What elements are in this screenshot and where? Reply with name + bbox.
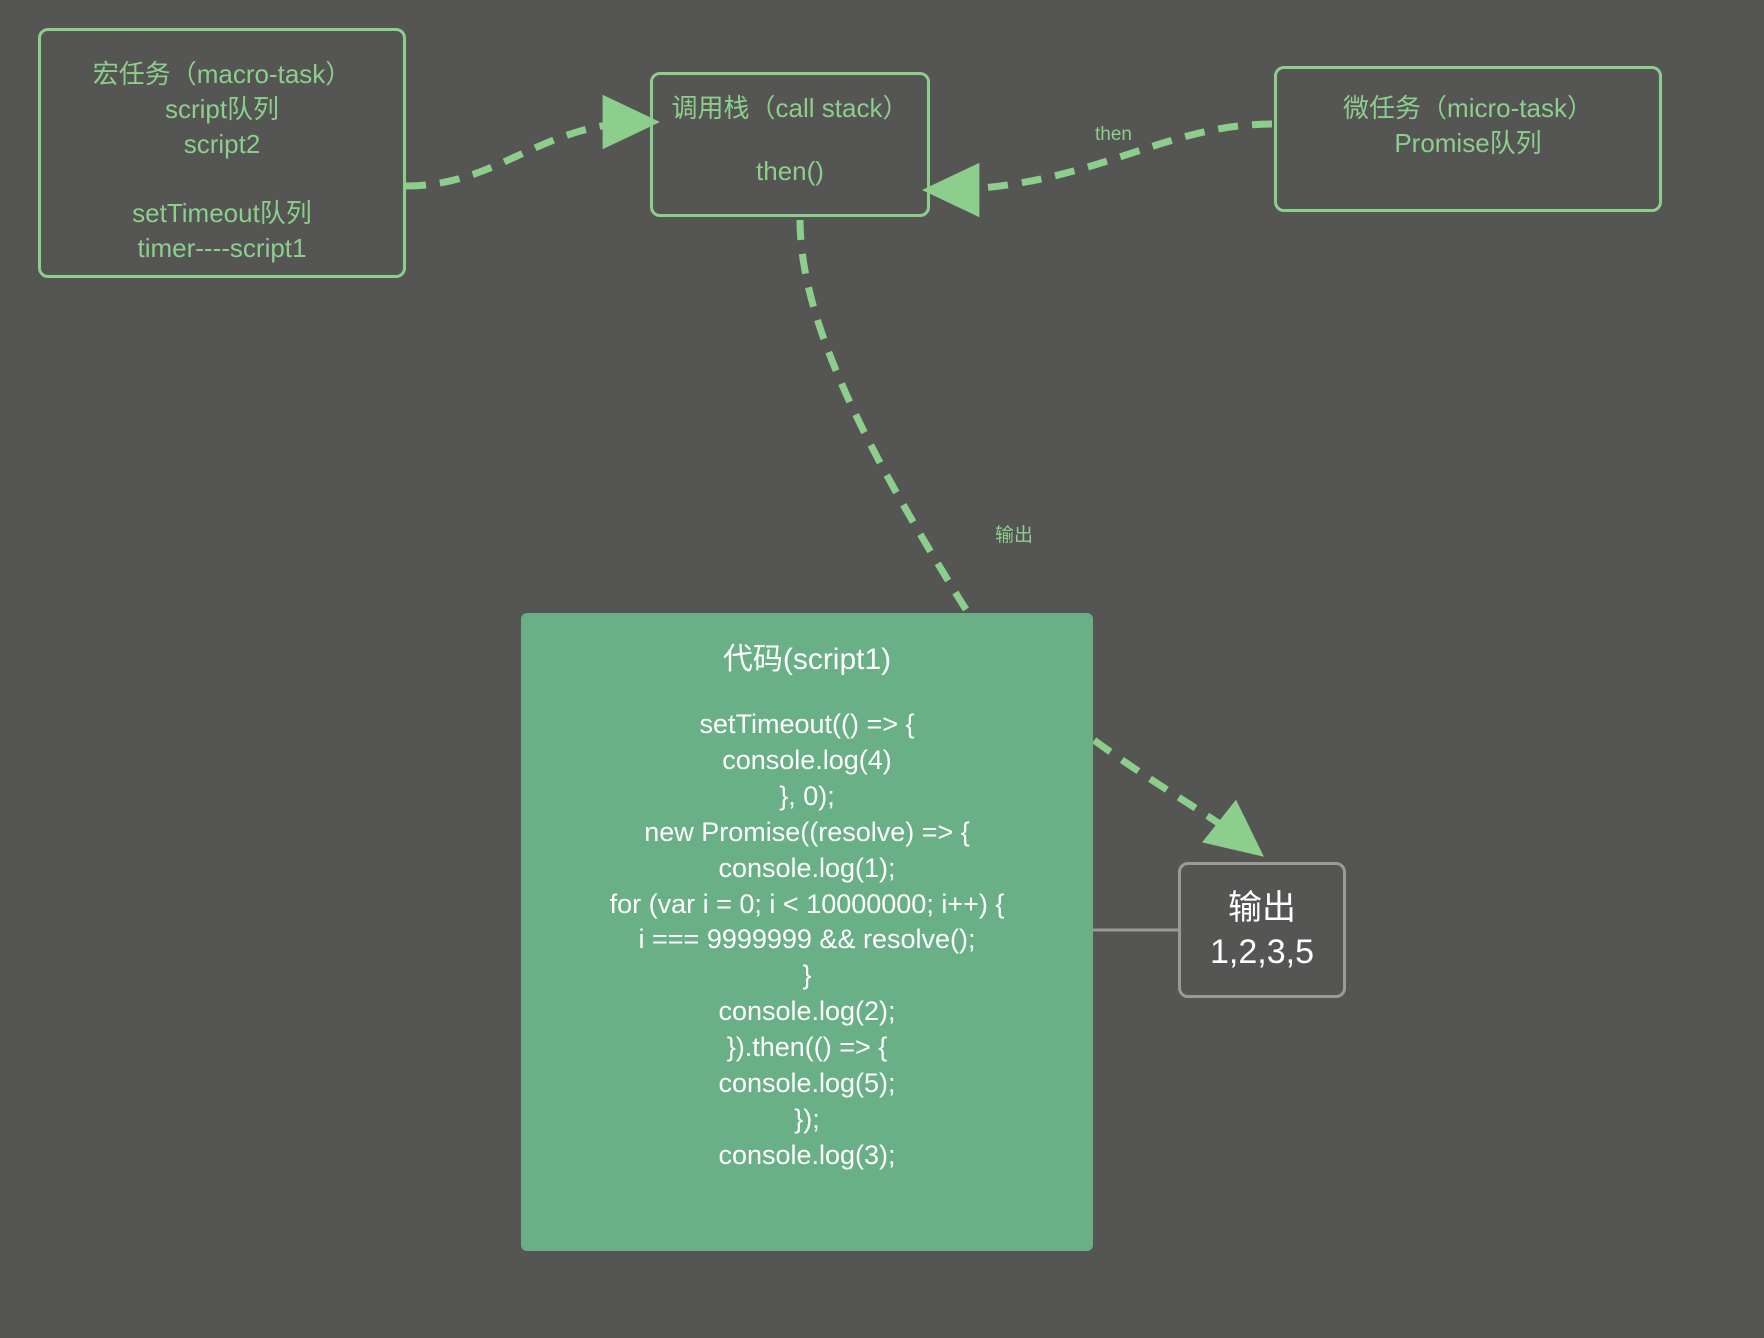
edge-macro-to-callstack [405,94,660,190]
micro-task-node[interactable]: 微任务（micro-task） Promise队列 [1274,66,1662,212]
code-line-12: console.log(3); [718,1139,896,1170]
output-node[interactable]: 输出 1,2,3,5 [1178,862,1346,998]
micro-task-title: 微任务（micro-task） [1343,93,1593,123]
macro-task-line2: script队列 [164,94,280,125]
code-node[interactable]: 代码(script1) setTimeout(() => { console.l… [521,613,1093,1251]
call-stack-frame-then: then() [756,156,824,187]
output-title: 输出 [1228,888,1296,927]
code-line-9: }).then(() => { [726,1032,888,1063]
code-line-0: setTimeout(() => { [699,709,915,739]
code-line-4: console.log(1); [718,852,896,883]
code-title: 代码(script1) [722,643,892,676]
macro-task-line4: setTimeout队列 [132,198,312,229]
code-line-5: for (var i = 0; i < 10000000; i++) { [609,888,1005,919]
code-line-1: console.log(4) [722,744,892,775]
code-line-6: i === 9999999 && resolve(); [638,924,976,955]
macro-task-node[interactable]: 宏任务（macro-task） script队列 script2 setTime… [38,28,406,278]
code-line-3: new Promise((resolve) => { [644,816,970,847]
code-line-8: console.log(2); [718,996,896,1027]
edge-microtask-to-callstack [921,120,1273,218]
code-line-10: console.log(5); [718,1068,896,1099]
call-stack-title: 调用栈（call stack） [671,93,909,123]
micro-task-line2: Promise队列 [1394,128,1542,159]
call-stack-node[interactable]: 调用栈（call stack） then() [650,72,930,217]
output-value: 1,2,3,5 [1210,933,1314,971]
macro-task-line3: script2 [183,129,261,160]
edge-label-then: then [1095,124,1132,145]
code-line-7: } [802,960,812,991]
code-line-11: }); [794,1103,820,1134]
macro-task-line5: timer----script1 [137,233,307,264]
edge-label-output: 输出 [995,525,1034,546]
code-line-2: }, 0); [779,780,835,811]
edge-callstack-to-output [796,219,1264,857]
macro-task-title: 宏任务（macro-task） [92,59,352,89]
